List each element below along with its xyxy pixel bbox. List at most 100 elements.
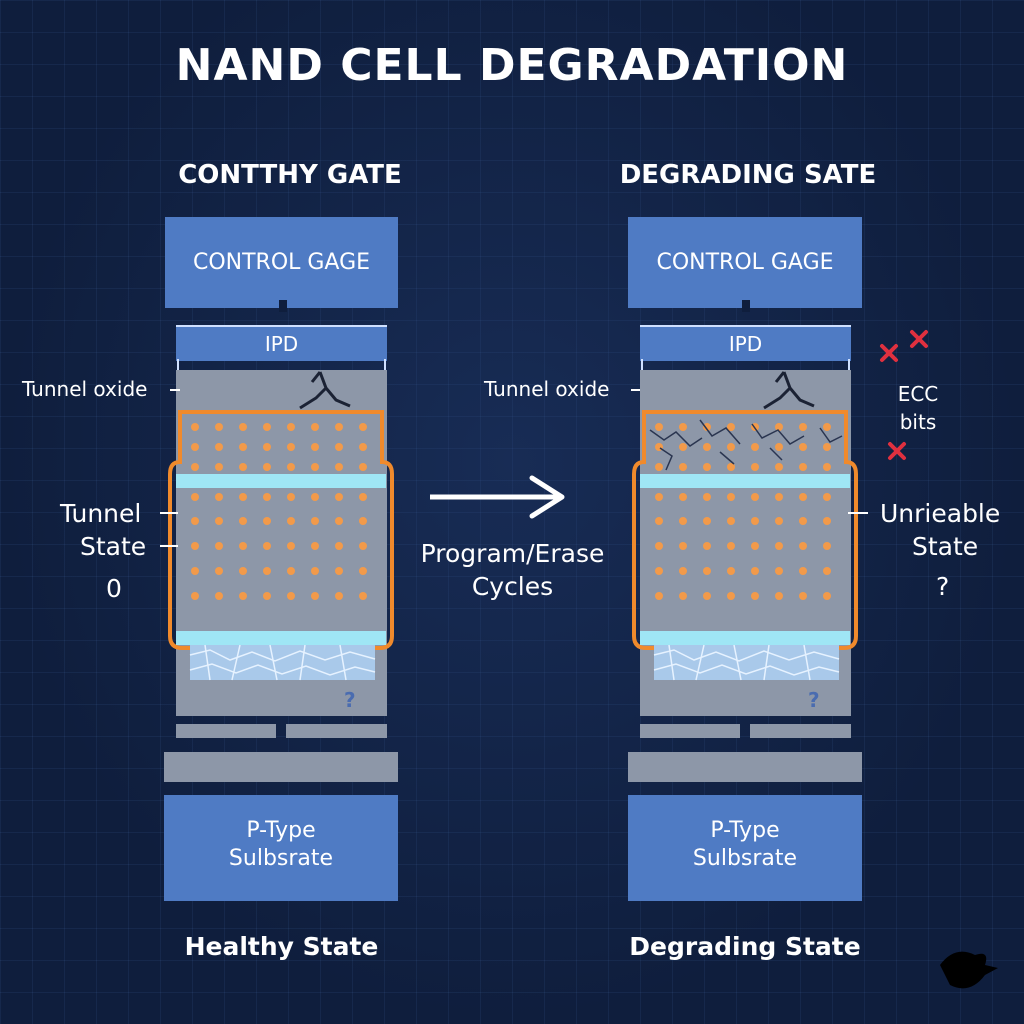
left-polysilicon-texture	[189, 644, 376, 681]
charge-dot	[287, 592, 295, 600]
charge-dot	[727, 592, 735, 600]
charge-dot	[263, 463, 271, 471]
charge-dot	[703, 463, 711, 471]
charge-dot	[191, 463, 199, 471]
charge-dot	[359, 542, 367, 550]
charge-dot	[775, 592, 783, 600]
charge-dot	[751, 567, 759, 575]
right-tunnel-layer-top	[640, 474, 850, 488]
error-x-icon	[888, 442, 906, 460]
left-ipd-layer: IPD	[176, 325, 387, 361]
charge-dot	[239, 542, 247, 550]
charge-dot	[311, 423, 319, 431]
charge-dot	[727, 463, 735, 471]
charge-dot	[655, 592, 663, 600]
charge-dot	[359, 567, 367, 575]
charge-dot	[799, 567, 807, 575]
right-substrate: P-Type Sulbsrate	[628, 795, 862, 901]
charge-dot	[655, 423, 663, 431]
charge-dot	[311, 592, 319, 600]
right-question-mark: ?	[808, 688, 820, 712]
arrow-right-icon	[430, 475, 565, 519]
charge-dot	[823, 463, 831, 471]
error-x-icon	[910, 330, 928, 348]
left-tunnel-layer-bottom	[176, 631, 386, 645]
charge-dot	[215, 463, 223, 471]
charge-dot	[775, 423, 783, 431]
charge-dot	[335, 592, 343, 600]
left-floating-gate-border	[168, 410, 394, 650]
charge-dot	[775, 567, 783, 575]
charge-dot	[215, 567, 223, 575]
charge-dot	[679, 542, 687, 550]
charge-dot	[215, 493, 223, 501]
charge-dot	[703, 423, 711, 431]
right-polysilicon-texture	[653, 644, 840, 681]
charge-dot	[359, 493, 367, 501]
charge-dot	[655, 542, 663, 550]
left-substrate: P-Type Sulbsrate	[164, 795, 398, 901]
charge-dot	[751, 542, 759, 550]
charge-dot	[751, 592, 759, 600]
charge-dot	[775, 517, 783, 525]
ecc-bits-label: ECC bits	[897, 382, 939, 434]
left-channel-layer	[164, 752, 398, 782]
charge-dot	[823, 567, 831, 575]
charge-dot	[215, 423, 223, 431]
right-control-gate: CONTROL GAGE	[628, 217, 862, 308]
charge-dot	[335, 493, 343, 501]
left-question-mark: ?	[344, 688, 356, 712]
charge-dot	[239, 423, 247, 431]
charge-dot	[239, 443, 247, 451]
charge-dot	[775, 463, 783, 471]
charge-dot	[311, 493, 319, 501]
charge-dot	[679, 423, 687, 431]
charge-dot	[823, 542, 831, 550]
charge-dot	[727, 567, 735, 575]
left-heading: CONTTHY GATE	[178, 160, 402, 190]
right-tunnel-oxide-label: Tunnel oxide	[484, 377, 610, 401]
charge-dot	[775, 542, 783, 550]
charge-dot	[359, 423, 367, 431]
left-state-value: 0	[106, 574, 122, 603]
left-tunnel-oxide-label: Tunnel oxide	[22, 377, 148, 401]
right-state-label-line2: State	[912, 532, 979, 561]
crack-icon	[763, 371, 815, 410]
crack-icon	[299, 371, 351, 410]
left-control-gate: CONTROL GAGE	[165, 217, 398, 308]
charge-dot	[191, 517, 199, 525]
charge-dot	[287, 463, 295, 471]
right-gate-connector	[742, 300, 750, 312]
charge-dot	[655, 567, 663, 575]
right-state-value: ?	[936, 572, 950, 601]
charge-dot	[359, 592, 367, 600]
charge-dot	[215, 517, 223, 525]
charge-dot	[191, 567, 199, 575]
charge-dot	[263, 423, 271, 431]
right-state-label-line1: Unrieable	[880, 499, 1001, 528]
charge-dot	[191, 493, 199, 501]
charge-dot	[215, 592, 223, 600]
right-tunnel-layer-bottom	[640, 631, 850, 645]
charge-dot	[679, 443, 687, 451]
charge-dot	[287, 542, 295, 550]
charge-dot	[287, 567, 295, 575]
charge-dot	[703, 493, 711, 501]
charge-dot	[215, 443, 223, 451]
charge-dot	[335, 542, 343, 550]
charge-dot	[799, 592, 807, 600]
left-caption: Healthy State	[184, 932, 379, 961]
charge-dot	[287, 443, 295, 451]
charge-dot	[823, 493, 831, 501]
charge-dot	[751, 517, 759, 525]
right-channel-layer	[628, 752, 862, 782]
charge-dot	[359, 443, 367, 451]
charge-dot	[679, 517, 687, 525]
charge-dot	[311, 463, 319, 471]
charge-dot	[679, 493, 687, 501]
left-charge-dots	[191, 423, 367, 600]
charge-dot	[727, 517, 735, 525]
charge-dot	[335, 567, 343, 575]
charge-dot	[679, 567, 687, 575]
charge-dot	[799, 443, 807, 451]
